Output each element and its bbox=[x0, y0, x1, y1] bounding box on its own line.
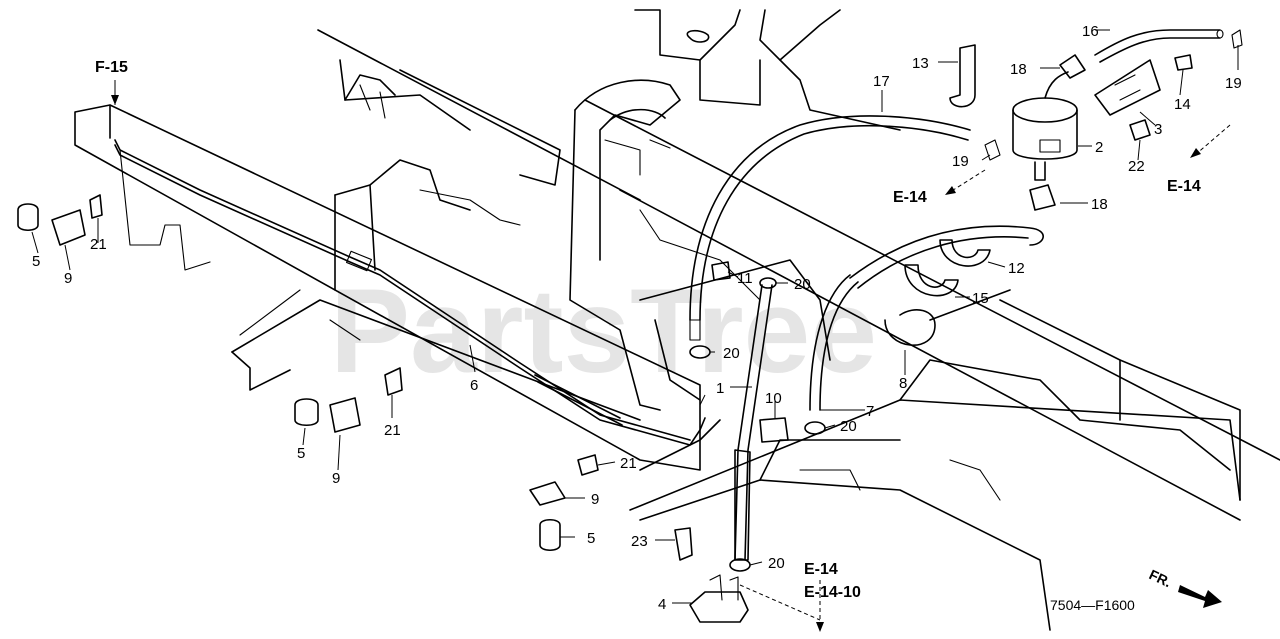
parts bbox=[17, 29, 1243, 623]
frame-outline bbox=[74, 9, 1280, 631]
callout-16: 16 bbox=[1082, 23, 1099, 40]
callout-20a: 20 bbox=[723, 345, 740, 362]
callout-4: 4 bbox=[658, 596, 666, 613]
callout-9a: 9 bbox=[64, 270, 72, 287]
callout-22: 22 bbox=[1128, 158, 1145, 175]
callout-19a: 19 bbox=[952, 153, 969, 170]
callout-2: 2 bbox=[1095, 139, 1103, 156]
callout-13: 13 bbox=[912, 55, 929, 72]
callout-21b: 21 bbox=[384, 422, 401, 439]
diagram-code: 7504—F1600 bbox=[1050, 597, 1135, 613]
callout-18b: 18 bbox=[1091, 196, 1108, 213]
callout-21a: 21 bbox=[90, 236, 107, 253]
callout-23: 23 bbox=[631, 533, 648, 550]
fuel-filter bbox=[1012, 71, 1078, 181]
callout-21c: 21 bbox=[620, 455, 637, 472]
callout-5c: 5 bbox=[587, 530, 595, 547]
callout-3: 3 bbox=[1154, 121, 1162, 138]
leader-lines bbox=[31, 29, 1239, 632]
callout-11: 11 bbox=[737, 270, 753, 287]
ref-e14-10: E-14-10 bbox=[804, 584, 861, 601]
callout-14: 14 bbox=[1174, 96, 1191, 113]
callout-17: 17 bbox=[873, 73, 890, 90]
ref-f15: F-15 bbox=[95, 59, 128, 76]
callout-8: 8 bbox=[899, 375, 907, 392]
reference-labels: F-15 E-14 E-14 E-14 E-14-10 bbox=[95, 59, 1201, 601]
front-direction-indicator: FR. bbox=[1147, 566, 1222, 608]
callout-6: 6 bbox=[470, 377, 478, 394]
callout-7: 7 bbox=[866, 403, 874, 420]
callout-15: 15 bbox=[972, 290, 989, 307]
front-arrow-icon bbox=[1178, 585, 1222, 608]
callout-labels: 1 2 3 4 5 5 5 6 7 8 9 9 9 10 11 12 13 14… bbox=[32, 23, 1242, 613]
front-label: FR. bbox=[1147, 566, 1174, 590]
ref-e14-bottom: E-14 bbox=[804, 561, 838, 578]
callout-20d: 20 bbox=[768, 555, 785, 572]
callout-19b: 19 bbox=[1225, 75, 1242, 92]
watermark-text: PartsTree bbox=[330, 264, 877, 398]
callout-5b: 5 bbox=[297, 445, 305, 462]
callout-18a: 18 bbox=[1010, 61, 1027, 78]
callout-1: 1 bbox=[716, 380, 724, 397]
callout-10: 10 bbox=[765, 390, 782, 407]
ref-e14-right: E-14 bbox=[1167, 178, 1201, 195]
callout-20c: 20 bbox=[840, 418, 857, 435]
callout-9b: 9 bbox=[332, 470, 340, 487]
callout-5a: 5 bbox=[32, 253, 40, 270]
callout-20b: 20 bbox=[794, 276, 811, 293]
callout-9c: 9 bbox=[591, 491, 599, 508]
ref-e14-center: E-14 bbox=[893, 189, 927, 206]
callout-12: 12 bbox=[1008, 260, 1025, 277]
